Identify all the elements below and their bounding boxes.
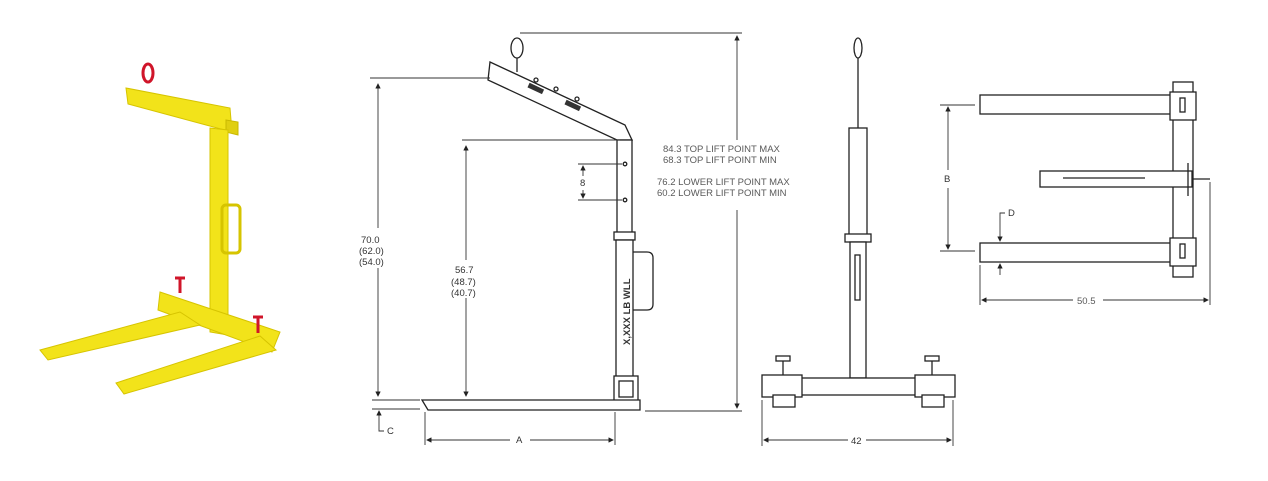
front-view: 42 (761, 37, 956, 447)
column-wll-label: X,XXX LB WLL (622, 278, 633, 345)
top-length-dim: 50.5 (1077, 296, 1096, 307)
top-lift-max: 84.3 TOP LIFT POINT MAX (663, 144, 781, 155)
product-3d-illustration (39, 62, 281, 395)
fork-height-dim-low: (40.7) (451, 288, 476, 299)
shackle-icon (510, 37, 524, 59)
overall-height-dim-low: (54.0) (359, 257, 384, 268)
overall-height-dim: 70.0 (361, 235, 380, 246)
dim-b-label: B (944, 174, 950, 185)
side-view: X,XXX LB WLL 70.0 (62.0) (54.0) 56.7 (48… (359, 32, 790, 446)
top-view: B D 50.5 (940, 81, 1211, 307)
shackle-icon (141, 62, 155, 84)
dim-a-label: A (516, 435, 523, 446)
dim-c-label: C (387, 426, 394, 437)
lower-lift-max: 76.2 LOWER LIFT POINT MAX (657, 177, 790, 188)
fork-height-dim-mid: (48.7) (451, 277, 476, 288)
dim-d-label: D (1008, 208, 1015, 219)
lower-lift-min: 60.2 LOWER LIFT POINT MIN (657, 188, 787, 199)
front-width-dim: 42 (851, 436, 862, 447)
fork-height-dim: 56.7 (455, 265, 474, 276)
overall-height-dim-mid: (62.0) (359, 246, 384, 257)
hole-spacing-dim: 8 (580, 178, 585, 189)
top-lift-min: 68.3 TOP LIFT POINT MIN (663, 155, 777, 166)
